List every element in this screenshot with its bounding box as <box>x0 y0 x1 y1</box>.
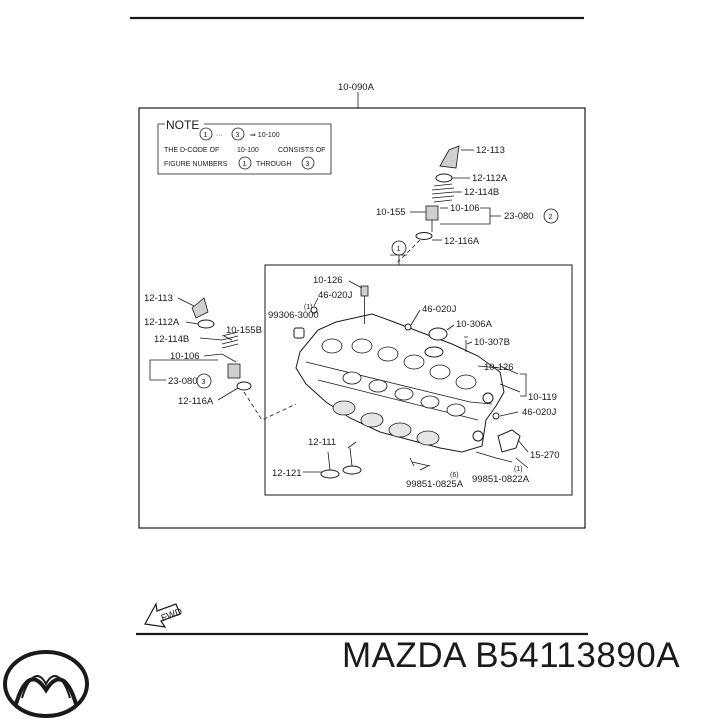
label-12-111: 12-111 <box>308 437 336 448</box>
seal-10-306a <box>428 327 448 341</box>
svg-text:FIGURE NUMBERS: FIGURE NUMBERS <box>164 161 228 168</box>
label-12-114b-top: 12-114B <box>464 187 499 198</box>
bracket-15-270 <box>497 429 521 453</box>
ref-code-label: 10-090A <box>338 82 375 93</box>
figure-number-2 <box>543 208 559 224</box>
label-12-112a-left: 12-112A <box>144 317 180 328</box>
label-10-307b: 10-307B <box>474 337 510 348</box>
label-10-126-b: 10-126 <box>484 362 514 373</box>
valve-assembly-upper <box>397 145 460 263</box>
svg-text:2: 2 <box>549 214 553 221</box>
label-12-121: 12-121 <box>272 468 302 479</box>
plug-99306 <box>293 327 305 339</box>
label-10-155-top: 10-155 <box>376 207 406 218</box>
svg-text:THE D-CODE OF: THE D-CODE OF <box>164 147 219 154</box>
label-12-113-top: 12-113 <box>476 145 505 156</box>
svg-text:3: 3 <box>236 132 240 139</box>
label-12-116a-top: 12-116A <box>444 236 480 247</box>
bolt-10-126 <box>360 285 369 324</box>
valves <box>320 447 362 479</box>
part-number-caption: MAZDA B54113890A <box>342 636 681 675</box>
label-10-106-top: 10-106 <box>450 203 480 214</box>
figure-number-3 <box>196 373 212 389</box>
note-box: NOTE 1 ··· 3 ⇒ 10-100 THE D-CODE OF 10-1… <box>157 118 332 175</box>
valve-assembly-left <box>191 297 297 421</box>
svg-text:3: 3 <box>306 161 310 168</box>
label-99851-0825a: 99851-0825A <box>406 479 464 490</box>
label-15-270: 15-270 <box>530 450 560 461</box>
fwd-arrow: FWD <box>144 602 184 628</box>
svg-text:1: 1 <box>204 132 208 139</box>
label-10-119: 10-119 <box>528 392 557 403</box>
svg-text:CONSISTS OF: CONSISTS OF <box>278 147 325 154</box>
seal-10-307b <box>424 346 444 358</box>
label-46-020j-a: 46-020J <box>318 290 353 301</box>
label-23-080-left: 23-080 <box>168 376 198 387</box>
cylinder-head <box>295 313 505 453</box>
label-12-114b-left: 12-114B <box>154 334 189 345</box>
cylinder-head-inner-frame <box>264 264 573 496</box>
svg-text:THROUGH: THROUGH <box>256 161 291 168</box>
label-12-112a-top: 12-112A <box>472 173 508 184</box>
label-99851-0822a: 99851-0822A <box>472 474 530 485</box>
label-10-126-a: 10-126 <box>313 275 343 286</box>
svg-text:1: 1 <box>397 246 401 253</box>
svg-text:3: 3 <box>202 379 206 386</box>
label-qty-1b: (1) <box>514 466 523 473</box>
label-12-113-left: 12-113 <box>144 293 173 304</box>
label-10-106-left: 10-106 <box>170 351 200 362</box>
label-12-116a-left: 12-116A <box>178 396 214 407</box>
label-46-020j-c: 46-020J <box>522 407 557 418</box>
label-10-155b: 10-155B <box>226 325 262 336</box>
label-99306-3000: 99306-3000 <box>268 310 319 321</box>
note-heading: NOTE <box>166 118 199 132</box>
label-46-020j-b: 46-020J <box>422 304 457 315</box>
svg-text:···: ··· <box>216 132 223 139</box>
label-qty-6: (6) <box>450 472 459 479</box>
svg-text:10-100: 10-100 <box>237 147 259 154</box>
svg-text:1: 1 <box>243 161 247 168</box>
label-23-080-top: 23-080 <box>504 211 534 222</box>
svg-text:⇒ 10-100: ⇒ 10-100 <box>250 132 280 139</box>
mazda-logo <box>3 650 89 718</box>
diagram-frame <box>138 107 586 529</box>
label-10-306a: 10-306A <box>456 319 493 330</box>
label-qty-1a: (1) <box>304 304 313 311</box>
